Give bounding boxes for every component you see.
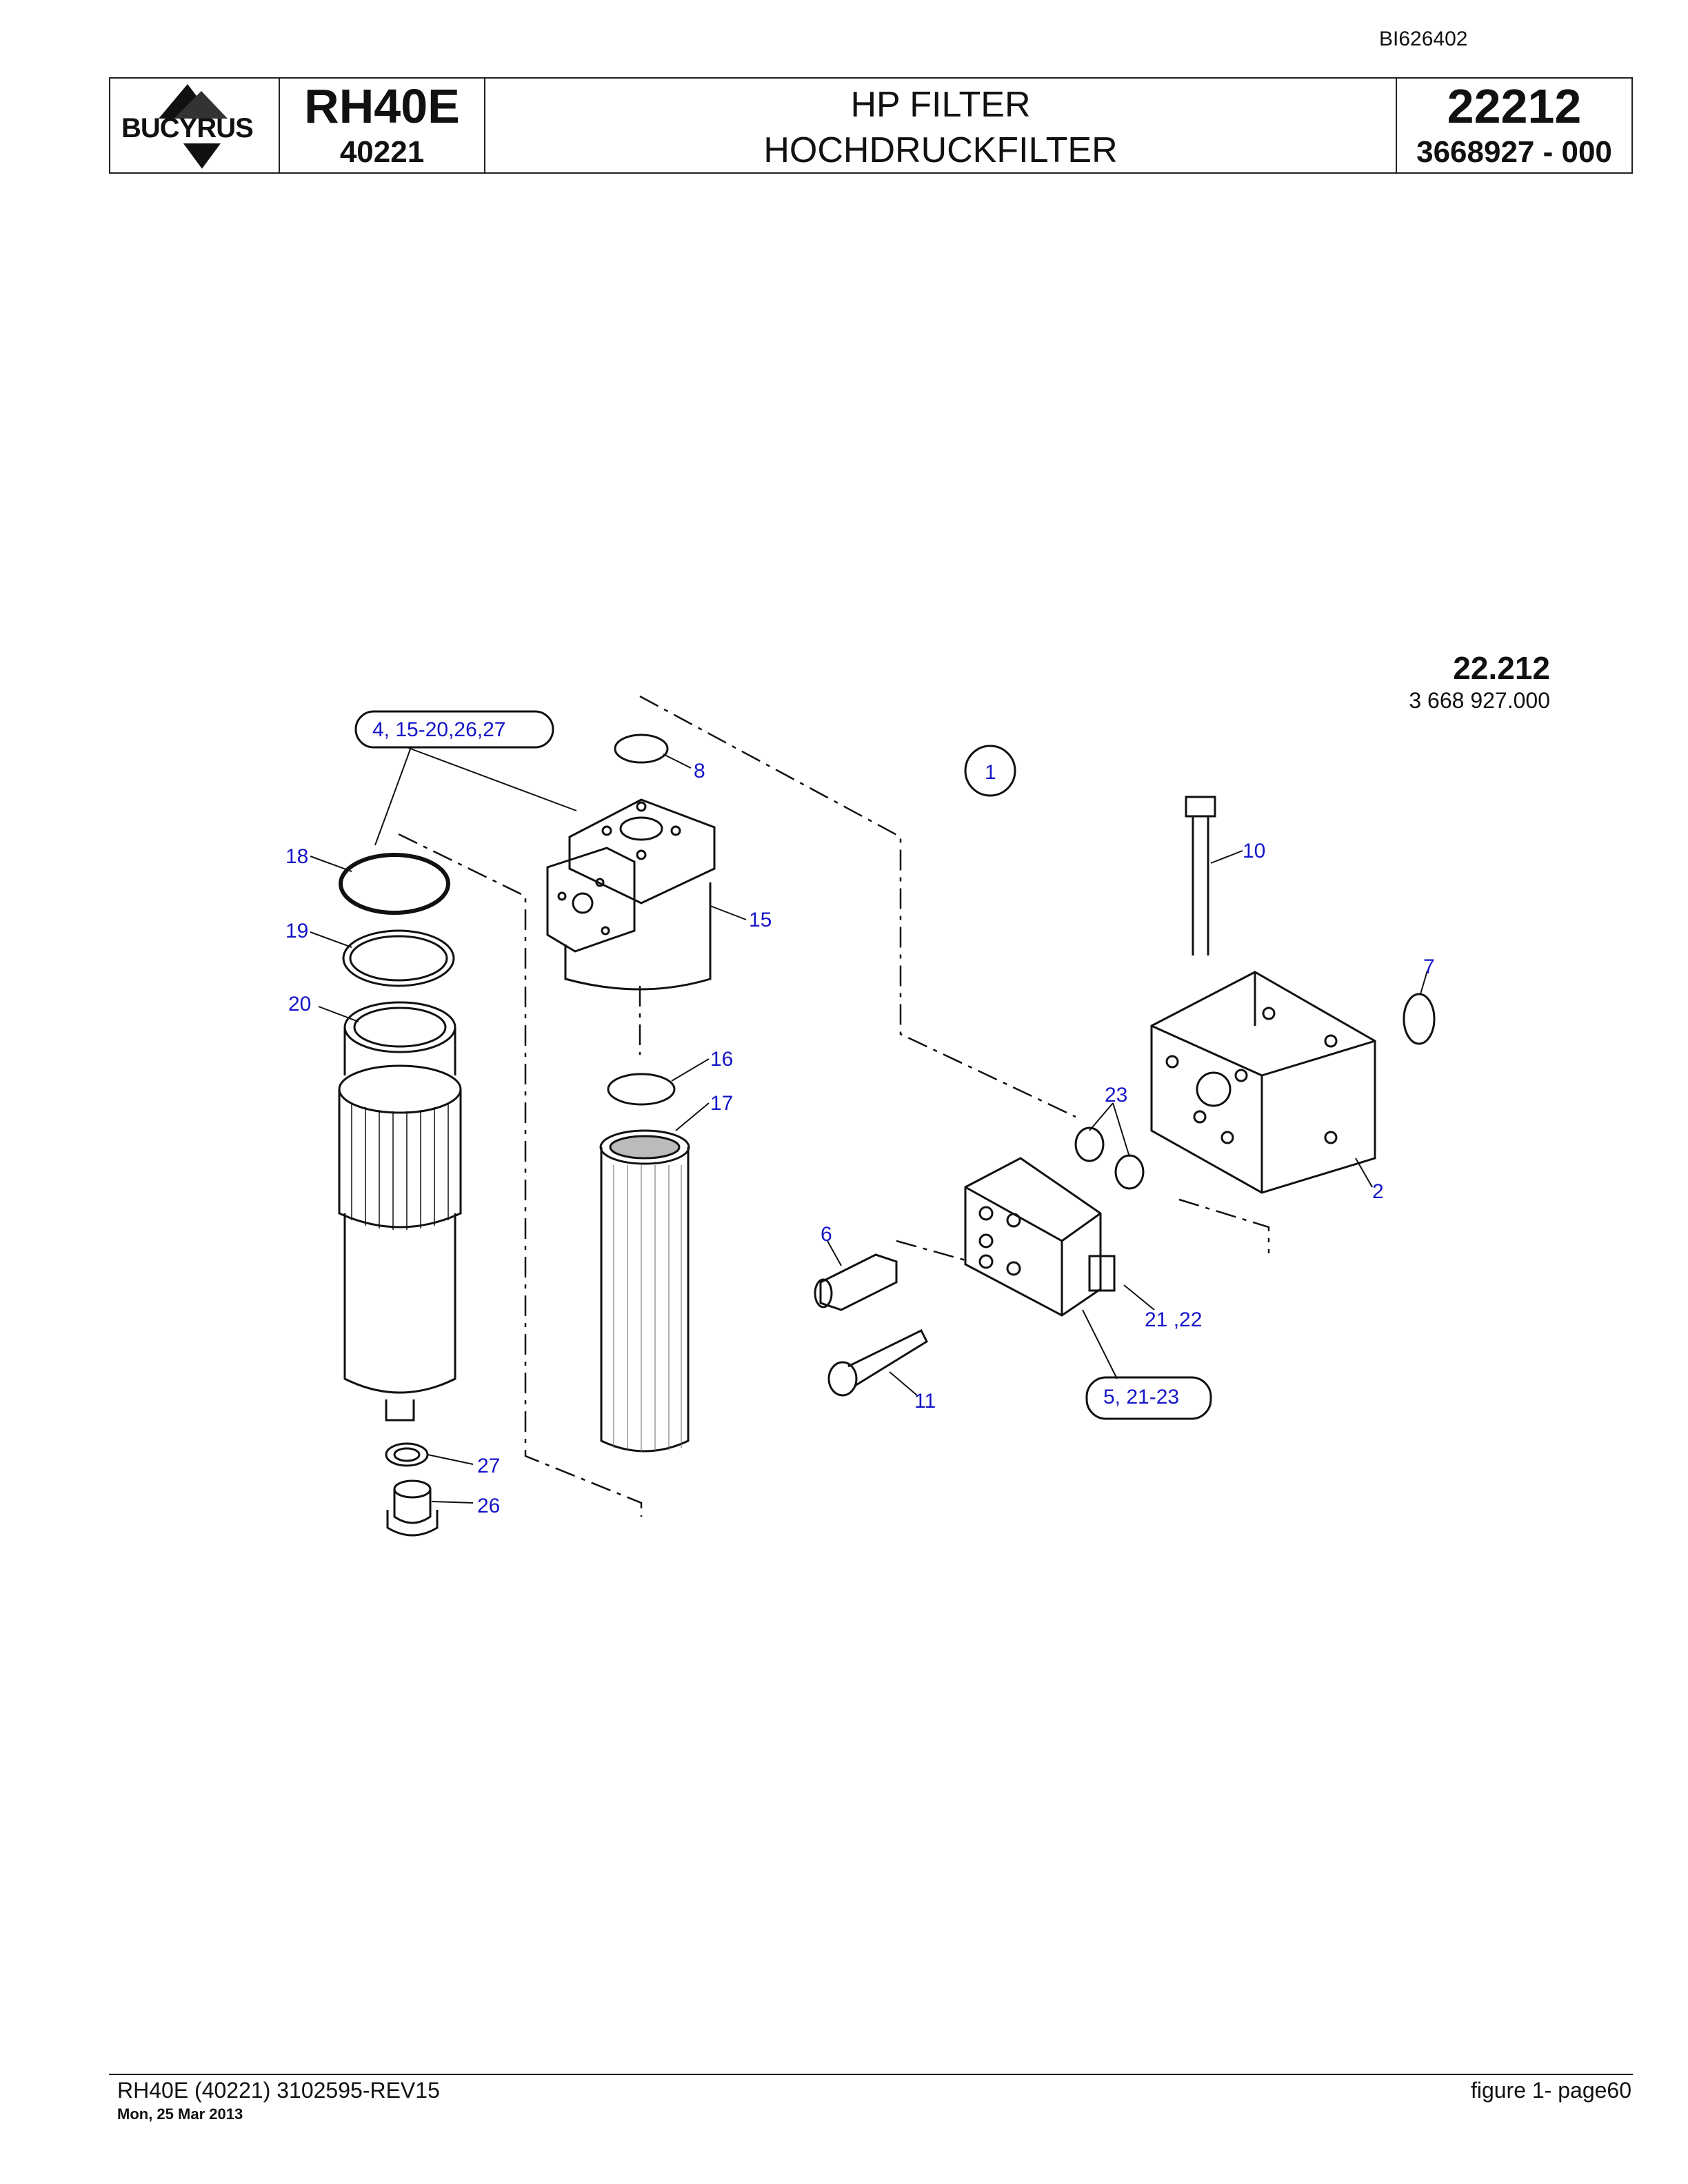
callout-11: 11 [914, 1390, 936, 1413]
callout-23: 23 [1105, 1084, 1127, 1106]
diagram-part-ref: 3 668 927.000 [1409, 688, 1550, 713]
callout-circle-1 [964, 745, 1016, 797]
callout-18: 18 [285, 845, 308, 868]
o-ring-23b [1114, 1154, 1145, 1190]
title-english: HP FILTER [850, 85, 1031, 125]
footer-date: Mon, 25 Mar 2013 [117, 2105, 243, 2123]
leader-lines [310, 747, 1428, 1504]
group-label-top: 4, 15-20,26,27 [372, 718, 506, 741]
document-id: BI626402 [1379, 28, 1468, 50]
callout-15: 15 [749, 909, 772, 931]
callout-21-22: 21 ,22 [1145, 1308, 1202, 1331]
title-cell: HP FILTER HOCHDRUCKFILTER [485, 79, 1397, 172]
part-number: 3668927 - 000 [1416, 135, 1612, 169]
screw-11 [827, 1328, 928, 1397]
o-ring-23a [1074, 1126, 1105, 1162]
callout-6: 6 [821, 1223, 832, 1246]
fitting-6 [814, 1253, 898, 1311]
footer-doc-ref: RH40E (40221) 3102595-REV15 [117, 2078, 440, 2103]
model-name: RH40E [304, 79, 460, 133]
callout-17: 17 [710, 1092, 733, 1115]
footer-rule [109, 2074, 1633, 2075]
group-number: 22212 [1447, 79, 1582, 133]
group-label-bottom: 5, 21-23 [1103, 1386, 1179, 1408]
callout-1: 1 [985, 761, 996, 784]
washer-27 [385, 1442, 429, 1467]
callout-16: 16 [710, 1048, 733, 1071]
filter-bowl-20 [338, 1001, 462, 1422]
drain-plug-26 [386, 1479, 439, 1537]
filter-head-15 [546, 798, 716, 991]
callout-7: 7 [1423, 956, 1435, 978]
valve-block-2 [1150, 971, 1376, 1194]
callout-20: 20 [288, 993, 311, 1015]
callout-19: 19 [285, 920, 308, 942]
group-cell: 22212 3668927 - 000 [1397, 79, 1631, 172]
callout-2: 2 [1372, 1180, 1384, 1203]
assembly-lines [398, 695, 1270, 1517]
logo-text: BUCYRUS [121, 113, 254, 143]
title-german: HOCHDRUCKFILTER [763, 130, 1118, 170]
title-block: BUCYRUS RH40E 40221 HP FILTER HOCHDRUCKF… [109, 77, 1633, 174]
footer-page-ref: figure 1- page60 [1470, 2078, 1631, 2103]
logo-cell: BUCYRUS [110, 79, 280, 172]
backup-ring-19 [342, 929, 455, 987]
model-number: 40221 [339, 135, 425, 169]
o-ring-16 [607, 1073, 676, 1106]
group-balloon-top [354, 710, 554, 749]
callout-10: 10 [1243, 840, 1265, 862]
callout-8: 8 [694, 760, 705, 782]
model-cell: RH40E 40221 [280, 79, 485, 172]
diagram-group-ref: 22.212 [1453, 650, 1550, 686]
bolt-10 [1185, 796, 1216, 956]
bucyrus-logo-icon [159, 84, 228, 170]
callout-27: 27 [477, 1455, 500, 1477]
seal-ring-18 [339, 853, 450, 915]
o-ring-7 [1403, 993, 1436, 1045]
group-balloon-bottom [1085, 1376, 1212, 1420]
o-ring-8 [614, 734, 669, 764]
callout-26: 26 [477, 1495, 500, 1517]
valve-block-5 [964, 1157, 1116, 1317]
filter-element-17 [599, 1129, 690, 1453]
